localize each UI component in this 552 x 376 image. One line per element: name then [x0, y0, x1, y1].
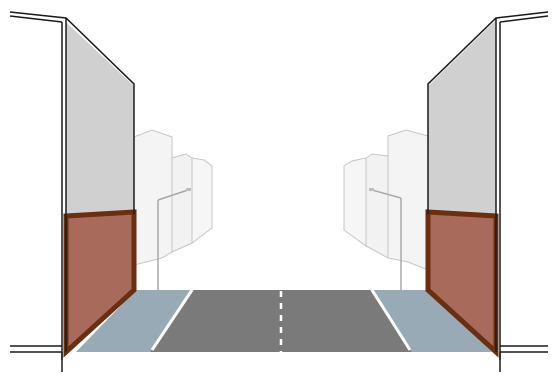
- far-building-right-2: [366, 154, 388, 258]
- far-building-right-1: [388, 130, 428, 270]
- far-building-right-3: [344, 158, 366, 246]
- building-left: [10, 12, 134, 360]
- building-right: [428, 12, 548, 360]
- far-buildings-right: [344, 130, 428, 270]
- far-building-left-2: [172, 154, 192, 252]
- far-building-left-3: [192, 158, 212, 243]
- far-buildings-left: [134, 130, 212, 265]
